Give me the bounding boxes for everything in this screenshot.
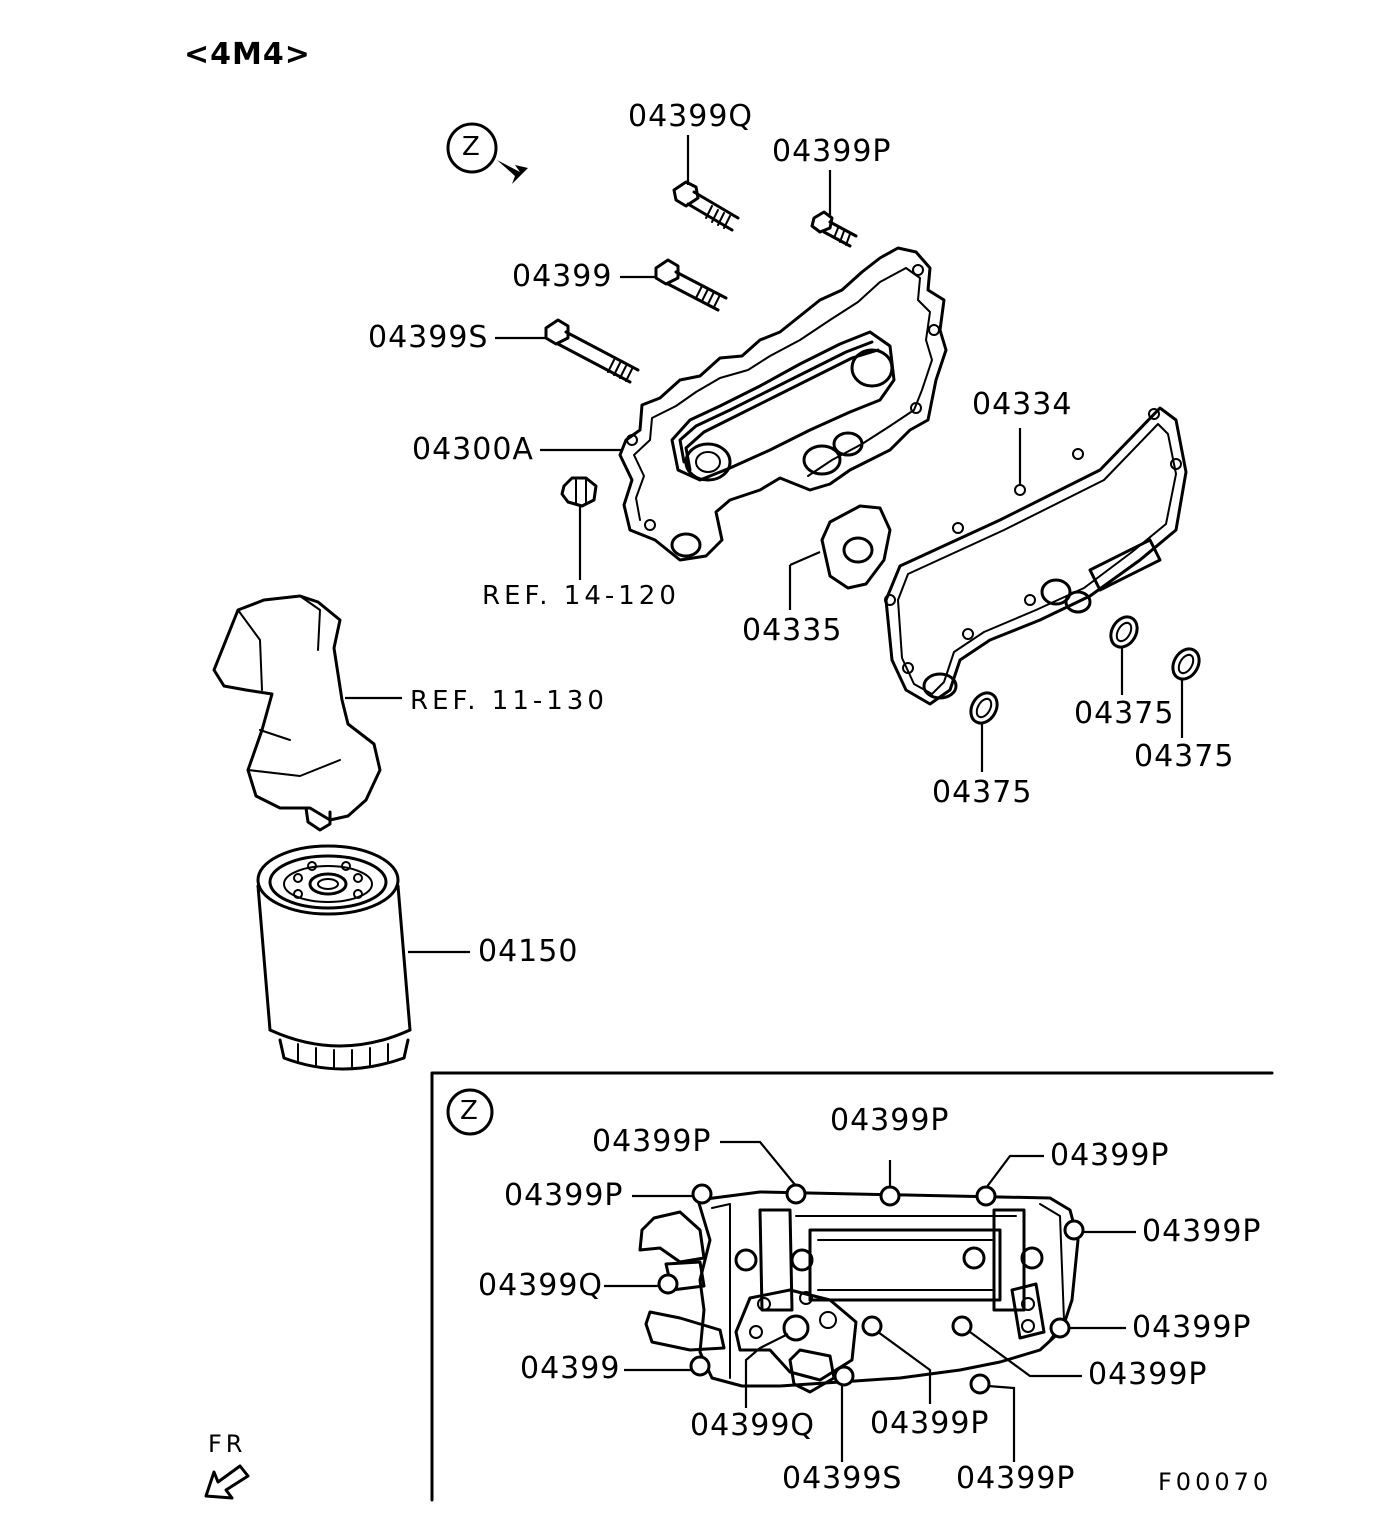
label-04399p-top: 04399P [772, 134, 892, 169]
label-04375-a: 04375 [1074, 696, 1175, 731]
label-04334: 04334 [972, 387, 1073, 422]
label-04399s: 04399S [368, 320, 489, 355]
plug-fitting [560, 476, 598, 580]
bolt-04399 [620, 258, 728, 312]
diagram-title: <4M4> [184, 37, 311, 72]
detail-label-04399p-7: 04399P [1088, 1357, 1208, 1392]
detail-label-04399p-4: 04399P [504, 1178, 624, 1213]
label-04375-b: 04375 [1134, 739, 1235, 774]
detail-label-04399s: 04399S [782, 1461, 903, 1496]
detail-label-04399p-8: 04399P [870, 1406, 990, 1441]
filter-bracket [212, 594, 402, 832]
detail-label-04399p-6: 04399P [1132, 1310, 1252, 1345]
o-rings-04375 [969, 615, 1201, 772]
label-04335: 04335 [742, 613, 843, 648]
label-04399: 04399 [512, 259, 613, 294]
detail-label-04399q-1: 04399Q [478, 1268, 604, 1303]
detail-label-04399p-5: 04399P [1142, 1214, 1262, 1249]
label-04375-c: 04375 [932, 775, 1033, 810]
label-04300a: 04300A [412, 432, 534, 467]
detail-label-04399p-9: 04399P [956, 1461, 1076, 1496]
front-label: FR [208, 1430, 247, 1458]
detail-label-04399p-3: 04399P [1050, 1138, 1170, 1173]
detail-label-04399q-2: 04399Q [690, 1408, 816, 1443]
detail-label-04399p-1: 04399P [592, 1124, 712, 1159]
detail-label-04399p-2: 04399P [830, 1103, 950, 1138]
detail-leader-lines [604, 1140, 1136, 1462]
view-z-letter: Z [462, 132, 481, 162]
label-04150: 04150 [478, 934, 579, 969]
oil-cooler-assembly [540, 246, 948, 562]
label-ref-11-130: REF. 11-130 [410, 686, 608, 716]
label-ref-14-120: REF. 14-120 [482, 581, 680, 611]
front-direction-arrow [204, 1464, 250, 1500]
detail-oil-cooler [638, 1183, 1085, 1395]
figure-code: F00070 [1158, 1468, 1273, 1496]
bolt-04399p [810, 170, 858, 248]
bolt-04399q [672, 135, 740, 232]
cover-plate-04335 [788, 504, 892, 610]
detail-view-z-letter: Z [460, 1096, 479, 1126]
bolt-04399s [495, 318, 640, 384]
detail-view-z-frame [430, 1071, 1274, 1502]
view-z-marker [446, 122, 528, 184]
label-04399q-top: 04399Q [628, 99, 754, 134]
gasket-04334 [884, 406, 1188, 706]
detail-label-04399: 04399 [520, 1351, 621, 1386]
oil-filter [256, 844, 470, 1071]
